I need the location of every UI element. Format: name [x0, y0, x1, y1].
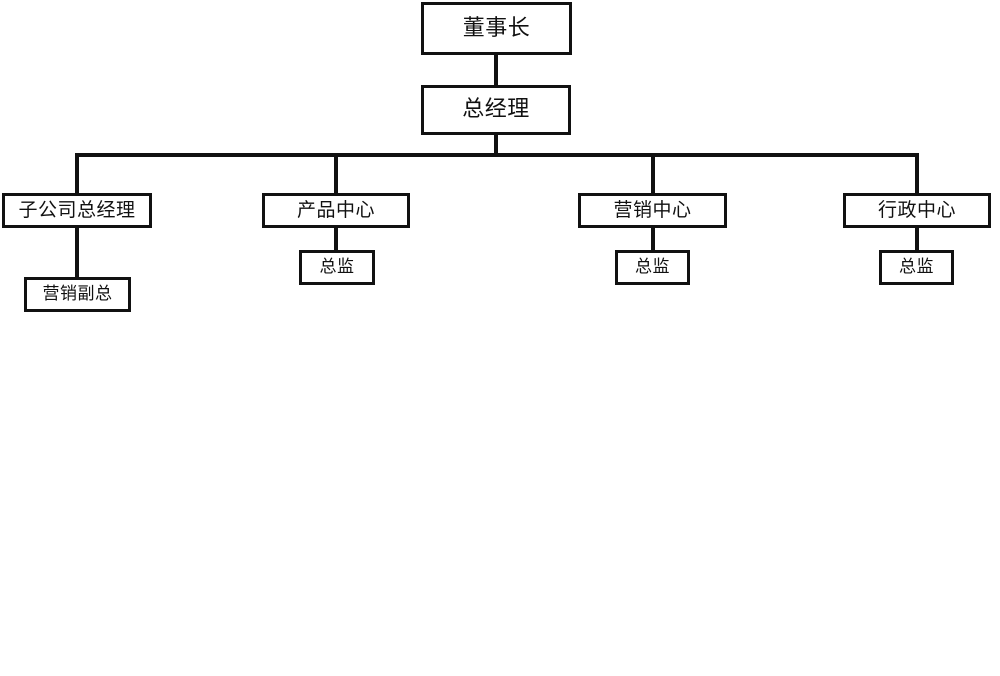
node-product-center[interactable]: 产品中心 — [262, 193, 410, 228]
node-label-chairman: 董事长 — [462, 15, 531, 41]
node-label-marketing-director: 总监 — [635, 257, 670, 277]
node-marketing-vp[interactable]: 营销副总 — [24, 277, 131, 312]
connector-bus-to-subsidiary-gm — [75, 153, 79, 195]
node-label-product-director: 总监 — [319, 257, 355, 277]
node-label-marketing-center: 营销中心 — [613, 199, 692, 221]
connector-chairman-to-general-manager — [494, 55, 498, 85]
node-marketing-director[interactable]: 总监 — [615, 250, 690, 285]
node-label-marketing-vp: 营销副总 — [42, 284, 113, 304]
node-label-admin-center: 行政中心 — [877, 199, 956, 221]
connector-bus-to-product-center — [334, 153, 338, 195]
connector-subsidiary-gm-to-marketing-vp — [75, 228, 79, 279]
connector-admin-center-to-director — [915, 228, 919, 252]
node-admin-center[interactable]: 行政中心 — [843, 193, 991, 228]
node-subsidiary-general-manager[interactable]: 子公司总经理 — [2, 193, 152, 228]
connector-marketing-center-to-director — [651, 228, 655, 252]
node-label-product-center: 产品中心 — [296, 199, 375, 221]
connector-bus-to-admin-center — [915, 153, 919, 195]
node-label-general-manager: 总经理 — [462, 97, 530, 122]
connector-product-center-to-director — [334, 228, 338, 252]
node-marketing-center[interactable]: 营销中心 — [578, 193, 727, 228]
node-product-director[interactable]: 总监 — [299, 250, 375, 285]
node-admin-director[interactable]: 总监 — [879, 250, 954, 285]
node-chairman[interactable]: 董事长 — [421, 2, 572, 55]
connector-bus-to-marketing-center — [651, 153, 655, 195]
node-general-manager[interactable]: 总经理 — [421, 85, 571, 135]
connector-general-manager-trunk — [494, 135, 498, 157]
node-label-admin-director: 总监 — [899, 257, 934, 277]
node-label-subsidiary-general-manager: 子公司总经理 — [18, 199, 136, 221]
connector-sibling-bus — [77, 153, 917, 157]
